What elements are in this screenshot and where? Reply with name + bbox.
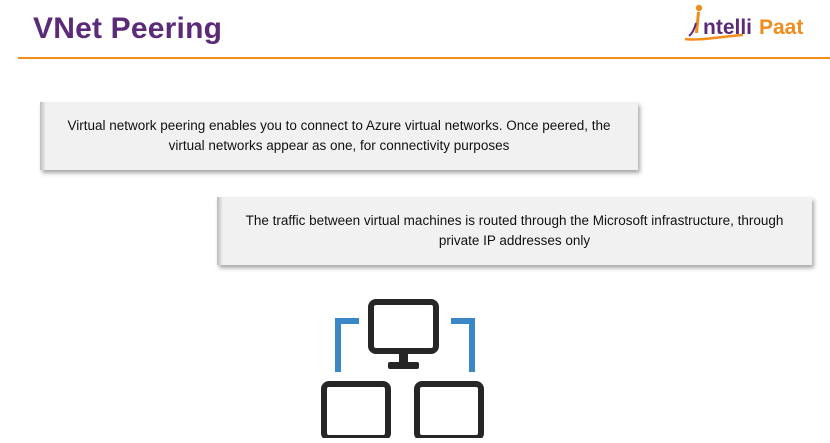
- title-divider: [18, 57, 830, 59]
- intellipaat-logo: ntelli Paat: [683, 3, 818, 47]
- network-computers-icon: [320, 296, 490, 441]
- svg-text:Paat: Paat: [759, 16, 803, 39]
- callout-text: Virtual network peering enables you to c…: [67, 118, 611, 153]
- intellipaat-logo-icon: ntelli Paat: [684, 4, 803, 41]
- page-title: VNet Peering: [33, 12, 223, 45]
- callout-traffic-routing: The traffic between virtual machines is …: [217, 197, 812, 265]
- svg-text:ntelli: ntelli: [703, 16, 752, 39]
- callout-peering-description: Virtual network peering enables you to c…: [40, 102, 638, 170]
- callout-text: The traffic between virtual machines is …: [245, 213, 784, 248]
